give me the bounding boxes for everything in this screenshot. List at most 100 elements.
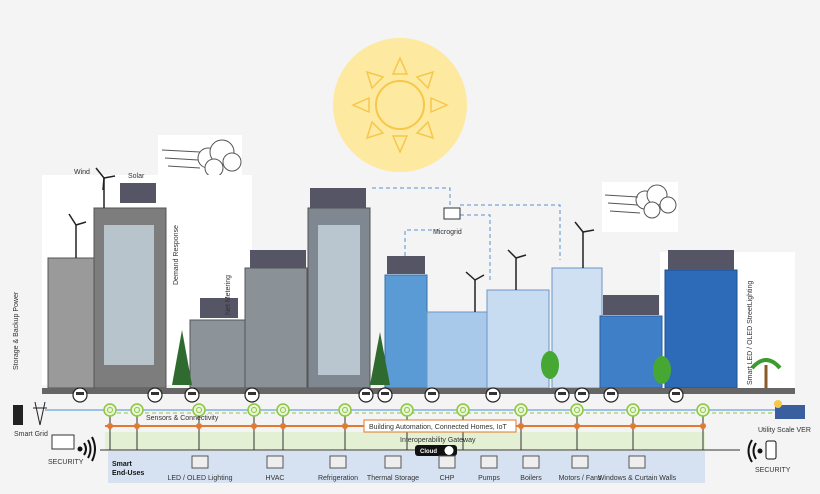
building-blue-5 xyxy=(599,295,663,389)
end-use-item: CHP xyxy=(438,455,456,482)
end-use-item: Boilers xyxy=(520,455,542,482)
wind-turbine-icon xyxy=(574,221,595,268)
end-use-label: Refrigeration xyxy=(318,475,358,482)
building-grey-left xyxy=(47,183,167,389)
end-use-label: CHP xyxy=(440,475,455,482)
label-gateway: Interoperability Gateway xyxy=(400,437,476,444)
sensor-node xyxy=(130,403,144,450)
wind-turbine-icon xyxy=(95,167,116,208)
phone-icon xyxy=(765,440,777,460)
end-use-icon xyxy=(266,455,284,469)
sensor-node xyxy=(247,403,261,450)
tree-icon xyxy=(370,332,390,385)
end-use-icon xyxy=(329,455,347,469)
end-use-label: Thermal Storage xyxy=(367,475,419,482)
palm-tree-icon xyxy=(750,358,782,392)
end-use-icon xyxy=(384,455,402,469)
smart-meter-icon xyxy=(244,387,260,403)
building-blue-tower xyxy=(664,250,738,389)
smart-meter-icon xyxy=(377,387,393,403)
sensor-node xyxy=(626,403,640,450)
label-building-automation: Building Automation, Connected Homes, Io… xyxy=(369,424,507,431)
sensor-node xyxy=(103,403,117,450)
utility-solar-icon xyxy=(774,400,805,419)
building-automation-box xyxy=(363,419,517,433)
sensor-node xyxy=(338,403,352,450)
end-use-label: Pumps xyxy=(478,475,500,482)
end-use-item: Thermal Storage xyxy=(367,455,419,482)
laptop-icon xyxy=(51,434,75,450)
wifi-signal-icon xyxy=(747,439,763,463)
label-streetlighting: Smart LED / OLED StreetLighting xyxy=(747,281,754,385)
end-use-label: LED / OLED Lighting xyxy=(168,475,233,482)
microgrid-links xyxy=(372,187,561,280)
end-use-item: Motors / Fans xyxy=(559,455,602,482)
label-microgrid: Microgrid xyxy=(433,229,462,236)
label-wind: Wind xyxy=(74,169,90,176)
smart-meter-icon xyxy=(72,387,88,403)
label-cloud: Cloud xyxy=(420,449,437,455)
smart-meter-icon xyxy=(603,387,619,403)
cloud-wind-icon xyxy=(602,182,678,232)
building-blue-2 xyxy=(426,311,488,389)
wind-turbine-icon xyxy=(68,213,87,258)
smart-meter-icon xyxy=(554,387,570,403)
label-storage: Storage & Backup Power xyxy=(13,291,20,370)
label-demand-response: Demand Response xyxy=(173,225,180,285)
smart-meter-icon xyxy=(574,387,590,403)
sensor-node xyxy=(696,403,710,450)
smart-meter-icon xyxy=(485,387,501,403)
label-smart-grid: Smart Grid xyxy=(14,431,48,438)
building-blue-4 xyxy=(551,267,603,389)
end-use-label: Boilers xyxy=(520,475,542,482)
smart-meter-icon xyxy=(668,387,684,403)
smart-meter-icon xyxy=(358,387,374,403)
gateway-band xyxy=(105,432,705,450)
end-use-icon xyxy=(571,455,589,469)
wind-turbine-icon xyxy=(507,249,527,290)
smart-meter-icon xyxy=(147,387,163,403)
building-blue-1 xyxy=(384,256,428,389)
building-grey-tower xyxy=(307,188,371,389)
building-grey-small xyxy=(189,298,251,389)
end-use-label: Windows & Curtain Walls xyxy=(598,475,677,482)
cloud-toggle[interactable]: Cloud xyxy=(415,445,457,456)
sensor-node xyxy=(570,403,584,450)
building-blue-3 xyxy=(486,289,550,389)
end-use-label: Motors / Fans xyxy=(559,475,602,482)
sun-icon xyxy=(333,38,467,172)
sensor-node xyxy=(276,403,290,450)
end-use-icon xyxy=(191,455,209,469)
label-sensors: Sensors & Connectivity xyxy=(146,415,219,422)
tree-icon xyxy=(172,330,192,385)
end-use-item: LED / OLED Lighting xyxy=(168,455,233,482)
sensor-node xyxy=(514,403,528,450)
microgrid-laptop-icon xyxy=(443,207,461,220)
smart-meter-icon xyxy=(184,387,200,403)
end-use-icon xyxy=(628,455,646,469)
label-security-left: SECURITY xyxy=(48,459,84,466)
wifi-signal-icon xyxy=(77,436,96,462)
end-use-item: HVAC xyxy=(266,455,285,482)
end-use-item: Refrigeration xyxy=(318,455,358,482)
label-utility-ver: Utility Scale VER xyxy=(758,427,811,434)
building-grey-mid xyxy=(244,250,308,389)
end-use-item: Pumps xyxy=(478,455,500,482)
label-solar: Solar xyxy=(128,173,145,180)
end-uses-title-2: End-Uses xyxy=(112,470,144,477)
ground xyxy=(42,388,795,394)
sensor-node xyxy=(192,403,206,450)
wind-turbine-icon xyxy=(465,271,485,312)
end-uses-title-1: Smart xyxy=(112,461,133,468)
end-use-item: Windows & Curtain Walls xyxy=(598,455,677,482)
label-net-metering: Net Metering xyxy=(225,275,232,315)
tree-icon xyxy=(541,351,559,379)
tree-icon xyxy=(653,356,671,384)
label-security-right: SECURITY xyxy=(755,467,791,474)
end-use-icon xyxy=(480,455,498,469)
smart-meter-icon xyxy=(424,387,440,403)
end-use-icon xyxy=(522,455,540,469)
end-use-label: HVAC xyxy=(266,475,285,482)
